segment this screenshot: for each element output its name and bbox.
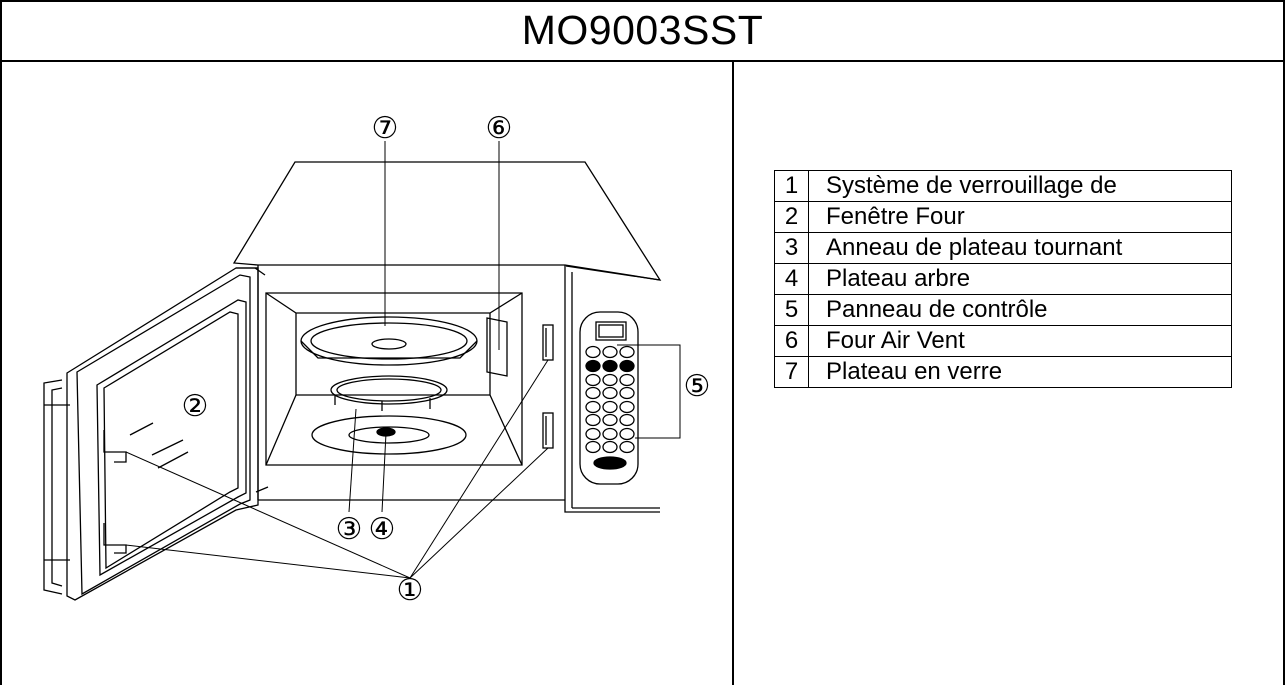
legend-number: 5 <box>774 294 809 326</box>
keypad-button <box>619 413 635 427</box>
keypad-button <box>585 373 601 387</box>
keypad-button <box>619 386 635 400</box>
legend-label: Four Air Vent <box>808 325 1232 357</box>
keypad-button <box>602 359 618 373</box>
callout-4: ④ <box>369 512 396 547</box>
legend-number: 4 <box>774 263 809 295</box>
callout-7: ⑦ <box>372 111 399 146</box>
keypad-button <box>619 345 635 359</box>
keypad-button <box>602 345 618 359</box>
frame-right <box>1283 0 1285 685</box>
frame-top <box>0 0 1285 2</box>
legend-number: 7 <box>774 356 809 388</box>
frame-left <box>0 0 2 685</box>
keypad-button <box>585 345 601 359</box>
keypad-button <box>619 440 635 454</box>
cabinet-side <box>564 265 661 513</box>
keypad-button <box>585 400 601 414</box>
control-panel <box>579 311 639 485</box>
keypad-button <box>602 440 618 454</box>
turntable-floor <box>311 415 467 455</box>
keypad-button <box>602 400 618 414</box>
keypad-button <box>619 359 635 373</box>
oven-door <box>66 267 269 601</box>
legend-number: 2 <box>774 201 809 233</box>
legend-label: Panneau de contrôle <box>808 294 1232 326</box>
keypad-button <box>602 427 618 441</box>
control-keypad <box>585 345 635 470</box>
keypad-button <box>619 427 635 441</box>
legend-label: Anneau de plateau tournant <box>808 232 1232 264</box>
keypad-button <box>585 440 601 454</box>
keypad-button <box>585 386 601 400</box>
legend-label: Plateau arbre <box>808 263 1232 295</box>
roller-ring <box>330 375 448 411</box>
door-handle <box>43 379 70 595</box>
keypad-button <box>619 373 635 387</box>
latch-slots <box>542 324 554 449</box>
keypad-button <box>602 413 618 427</box>
callout-3: ③ <box>336 512 363 547</box>
document-title: MO9003SST <box>521 6 764 53</box>
leader-lines <box>125 141 681 579</box>
callout-1: ① <box>397 573 424 608</box>
legend-label: Fenêtre Four <box>808 201 1232 233</box>
legend-number: 3 <box>774 232 809 264</box>
keypad-button <box>619 400 635 414</box>
title-divider <box>0 60 1285 62</box>
legend-label: Système de verrouillage de <box>808 170 1232 202</box>
glass-tray <box>300 316 478 366</box>
callout-6: ⑥ <box>486 111 513 146</box>
legend-number: 6 <box>774 325 809 357</box>
keypad-button <box>585 413 601 427</box>
keypad-button <box>602 373 618 387</box>
callout-5: ⑤ <box>684 369 711 404</box>
air-vent <box>486 317 508 377</box>
keypad-button <box>585 427 601 441</box>
keypad-button <box>602 386 618 400</box>
start-button <box>593 456 627 470</box>
oven-cavity <box>258 292 565 501</box>
door-hooks <box>103 430 127 554</box>
keypad-button <box>585 359 601 373</box>
callout-2: ② <box>182 389 209 424</box>
legend-number: 1 <box>774 170 809 202</box>
column-divider <box>732 60 734 685</box>
legend-label: Plateau en verre <box>808 356 1232 388</box>
